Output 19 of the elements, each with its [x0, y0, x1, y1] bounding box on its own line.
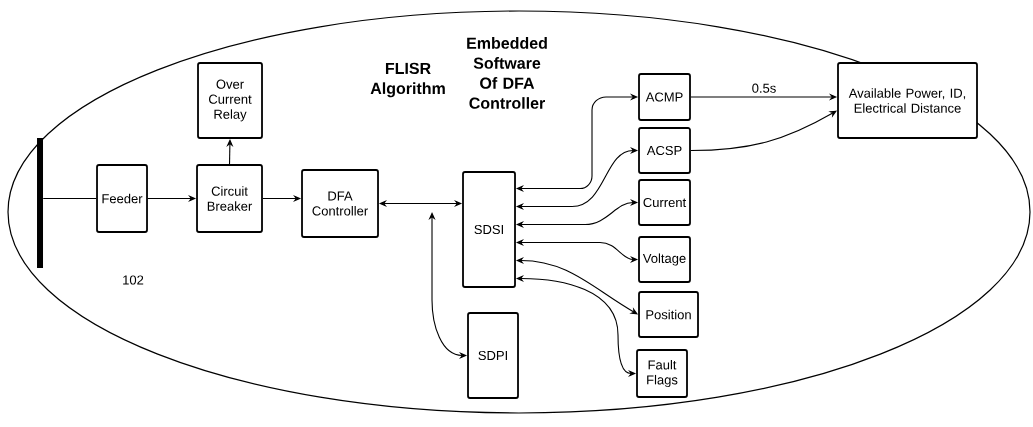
process-box: SDPI [467, 312, 519, 399]
process-box: DFA Controller [301, 169, 379, 238]
connector-line [42, 197, 97, 200]
process-box: Position [638, 291, 699, 338]
process-box: ACMP [638, 73, 691, 121]
process-box: Circuit Breaker [196, 164, 263, 233]
process-box: SDSI [462, 171, 516, 288]
process-box: Current [638, 179, 691, 226]
edge-label: 0.5s [750, 82, 778, 94]
process-box: Voltage [638, 236, 691, 283]
heading: Embedded Software Of DFA Controller [467, 37, 547, 109]
reference-number: 102 [123, 275, 144, 285]
process-box: ACSP [638, 127, 691, 174]
busbar [37, 138, 43, 268]
process-box: Feeder [96, 164, 148, 233]
process-box: Over Current Relay [197, 62, 263, 139]
heading: FLISR Algorithm [370, 62, 445, 98]
process-box: Fault Flags [636, 349, 688, 398]
process-box: Available Power, ID, Electrical Distance [837, 62, 978, 139]
